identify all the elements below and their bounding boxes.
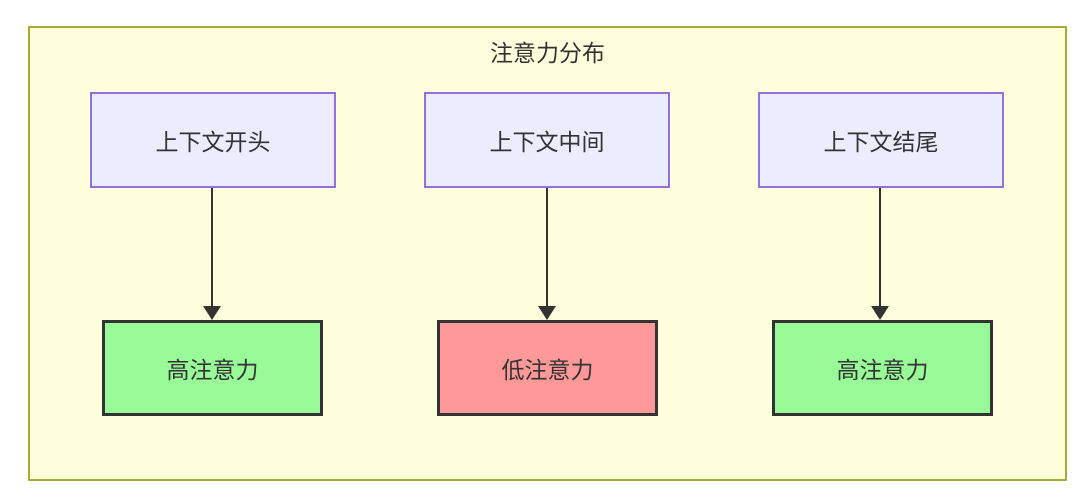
arrow-line-2 [546,188,548,306]
arrow-line-1 [211,188,213,306]
arrow-line-3 [879,188,881,306]
arrow-head-icon [538,306,556,320]
diagram-title: 注意力分布 [490,40,605,66]
node-context-middle: 上下文中间 [424,92,670,188]
node-high-attention-1: 高注意力 [102,320,323,416]
arrow-head-icon [203,306,221,320]
node-context-start: 上下文开头 [90,92,336,188]
node-low-attention: 低注意力 [437,320,658,416]
node-high-attention-2: 高注意力 [772,320,993,416]
arrow-head-icon [871,306,889,320]
node-context-end: 上下文结尾 [758,92,1004,188]
